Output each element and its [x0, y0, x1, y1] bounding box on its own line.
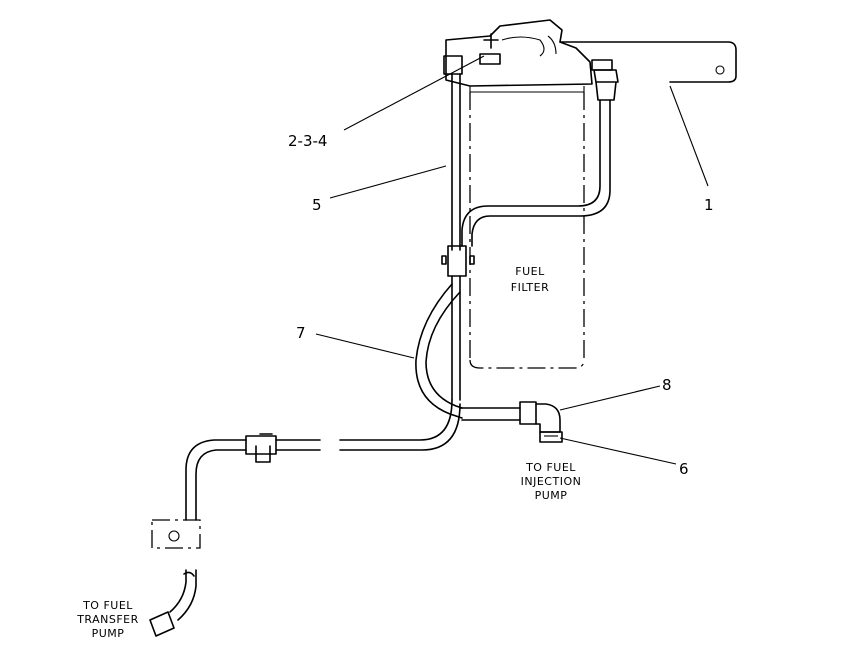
transfer-pump-line: [149, 399, 461, 637]
transfer-pump-label-line-3: PUMP: [92, 627, 125, 640]
injection-pump-label: TO FUEL INJECTION PUMP: [521, 461, 582, 502]
fuel-filter-label-line-2: FILTER: [511, 281, 550, 294]
callout-7: 7: [296, 324, 306, 342]
transfer-pump-label-line-1: TO FUEL: [82, 599, 133, 612]
transfer-pump-label-line-2: TRANSFER: [76, 613, 139, 626]
injection-pump-label-line-2: INJECTION: [521, 475, 582, 488]
callout-6: 6: [679, 460, 689, 478]
fuel-filter-housing: [443, 19, 619, 369]
tube-5: [441, 73, 475, 401]
mounting-bracket: [559, 41, 737, 83]
callout-5: 5: [312, 196, 322, 214]
transfer-pump-label: TO FUEL TRANSFER PUMP: [76, 599, 139, 640]
callout-1: 1: [704, 196, 714, 214]
injection-pump-label-line-1: TO FUEL: [525, 461, 576, 474]
fuel-filter-label: FUEL FILTER: [511, 265, 550, 294]
callout-2-3-4: 2-3-4: [288, 132, 327, 150]
leader-lines: [315, 55, 709, 465]
injection-pump-label-line-3: PUMP: [535, 489, 568, 502]
fuel-filter-label-line-1: FUEL: [515, 265, 545, 278]
hose-7: [415, 283, 463, 419]
injection-pump-line: [459, 401, 563, 443]
callout-8: 8: [662, 376, 672, 394]
filter-outlet-line: [461, 99, 611, 247]
